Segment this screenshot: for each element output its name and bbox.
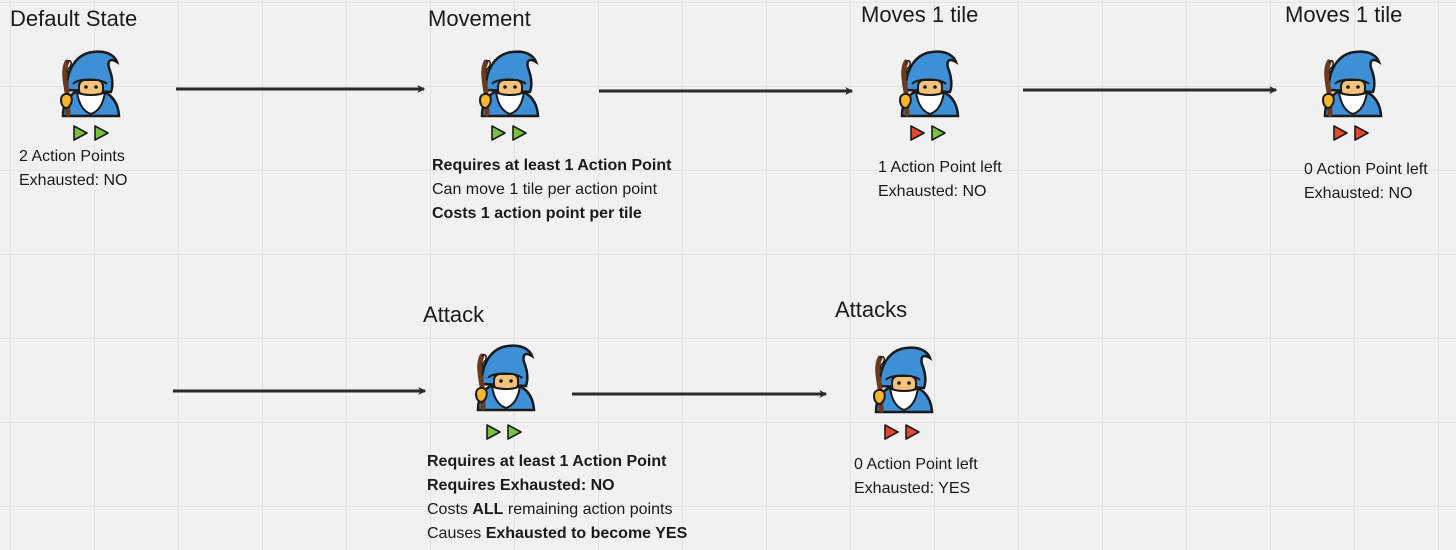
stage-text-line: Exhausted: YES — [854, 477, 978, 501]
action-points — [484, 423, 523, 441]
mage-icon — [868, 344, 938, 414]
action-points — [908, 124, 947, 142]
stage-text-line: Requires at least 1 Action Point — [427, 450, 687, 474]
action-point-icon — [910, 125, 925, 141]
stage-text-line: Causes Exhausted to become YES — [427, 522, 687, 546]
mage-icon — [894, 48, 964, 118]
action-points — [489, 124, 528, 142]
stage-text-line: 0 Action Point left — [1304, 158, 1428, 182]
mage-icon — [1317, 48, 1387, 118]
stage-text-line: Can move 1 tile per action point — [432, 178, 671, 202]
text-segment: Requires at least 1 Action Point — [432, 157, 672, 174]
action-point-icon — [1354, 125, 1369, 141]
stage-text-line: Requires at least 1 Action Point — [432, 154, 671, 178]
stage-text-line: Costs 1 action point per tile — [432, 202, 671, 226]
text-segment: Costs — [427, 501, 473, 518]
action-point-icon — [507, 424, 522, 440]
text-segment: Exhausted: NO — [878, 183, 987, 200]
text-segment: Exhausted: NO — [19, 172, 128, 189]
action-points — [882, 423, 921, 441]
stage-title: Moves 1 tile — [861, 2, 979, 27]
stage-title: Attack — [423, 302, 485, 327]
stage-text-line: 0 Action Point left — [854, 453, 978, 477]
stage-title: Moves 1 tile — [1285, 2, 1403, 27]
text-segment: Causes — [427, 525, 486, 542]
text-segment: 0 Action Point left — [854, 456, 978, 473]
action-point-icon — [905, 424, 920, 440]
action-point-icon — [491, 125, 506, 141]
action-point-icon — [73, 125, 88, 141]
text-segment: Costs 1 action point per tile — [432, 205, 642, 222]
mage-icon — [470, 342, 540, 412]
stage-text-line: Requires Exhausted: NO — [427, 474, 687, 498]
action-point-icon — [884, 424, 899, 440]
mage-icon — [55, 48, 125, 118]
text-segment: Can move 1 tile per action point — [432, 181, 658, 198]
text-segment: ALL — [472, 501, 504, 518]
action-points — [71, 124, 110, 142]
action-point-icon — [512, 125, 527, 141]
action-point-icon — [486, 424, 501, 440]
stage-text-line: 2 Action Points — [19, 145, 128, 169]
text-segment: Requires Exhausted: NO — [427, 477, 615, 494]
text-segment: Exhausted: YES — [854, 480, 971, 497]
text-segment: Requires at least 1 Action Point — [427, 453, 667, 470]
text-segment: 2 Action Points — [19, 148, 125, 165]
stage-text-line: Costs ALL remaining action points — [427, 498, 687, 522]
action-point-icon — [1333, 125, 1348, 141]
text-segment: Exhausted: NO — [1304, 185, 1413, 202]
stage-text-line: Exhausted: NO — [19, 169, 128, 193]
text-segment: 1 Action Point left — [878, 159, 1002, 176]
text-segment: 0 Action Point left — [1304, 161, 1428, 178]
stage-title: Attacks — [835, 297, 908, 322]
text-segment: remaining action points — [503, 501, 673, 518]
stage-title: Movement — [428, 6, 531, 31]
mage-icon — [474, 48, 544, 118]
stage-title: Default State — [10, 6, 138, 31]
action-points — [1331, 124, 1370, 142]
text-segment: Exhausted to become YES — [485, 525, 688, 542]
action-point-icon — [931, 125, 946, 141]
stage-text-line: Exhausted: NO — [1304, 182, 1428, 206]
stage-text-line: Exhausted: NO — [878, 180, 1002, 204]
action-point-icon — [94, 125, 109, 141]
stage-text-line: 1 Action Point left — [878, 156, 1002, 180]
